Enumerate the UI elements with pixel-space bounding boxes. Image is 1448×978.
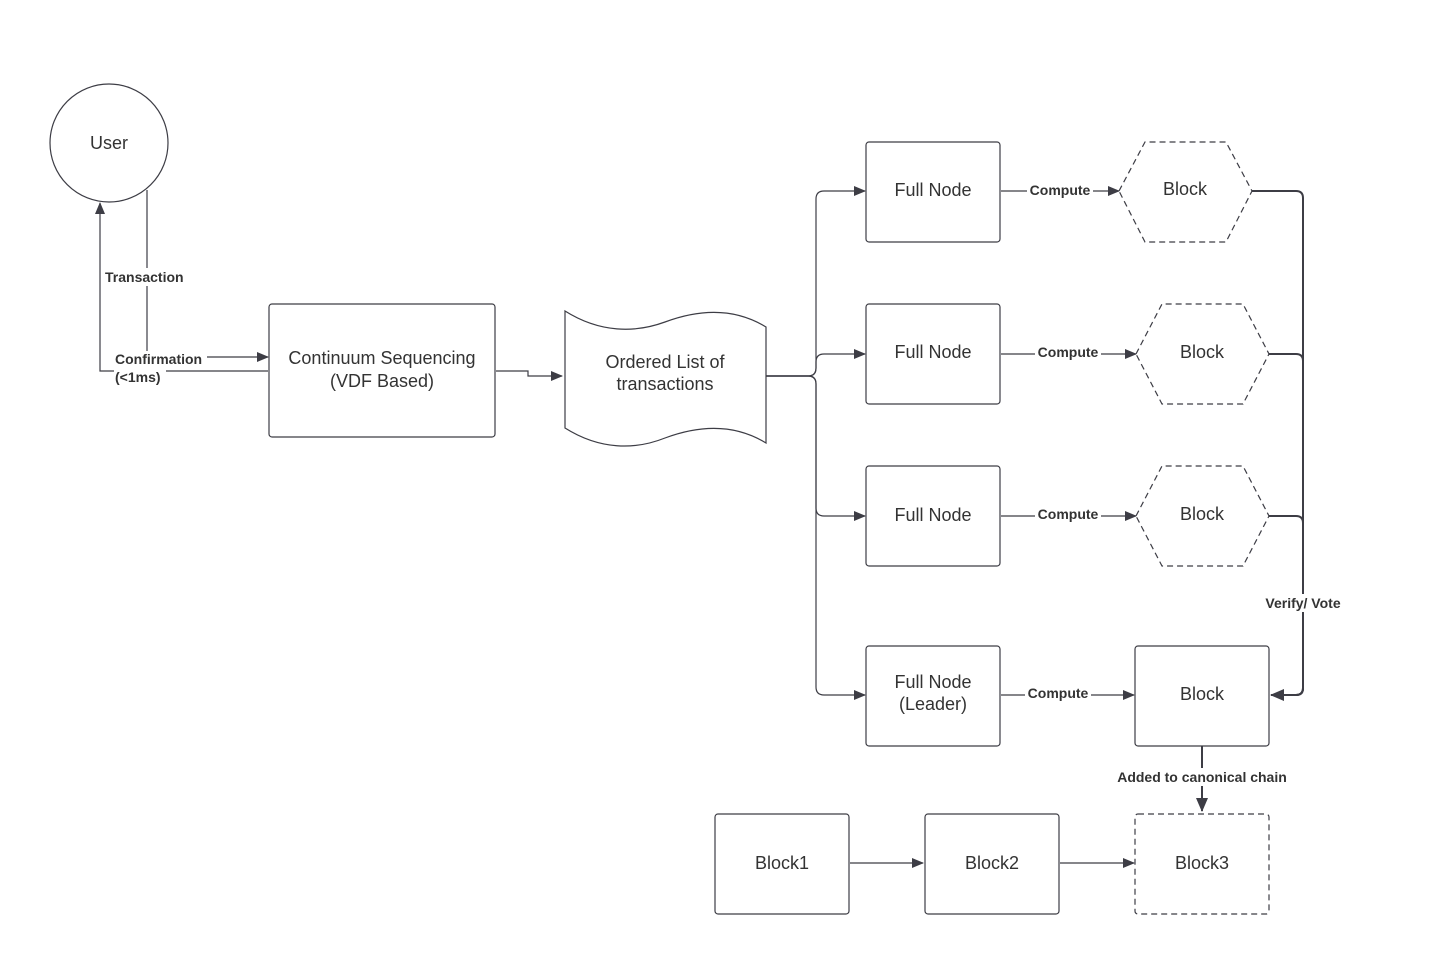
candidate-block-3-label: Block (1180, 504, 1225, 524)
list-to-leader-edge (766, 375, 866, 700)
verify-vote-label: Verify/ Vote (1265, 595, 1340, 611)
chain-block-2[interactable]: Block2 (924, 813, 1060, 915)
full-node-3[interactable]: Full Node (865, 465, 1001, 567)
chain-block-1-label: Block1 (755, 853, 809, 873)
sequencer-label-line1: Continuum Sequencing (288, 348, 475, 368)
sequencer-node[interactable]: Continuum Sequencing (VDF Based) (268, 303, 496, 438)
candidate-block-1[interactable]: Block (1118, 141, 1253, 243)
ordered-list-label-line2: transactions (616, 374, 713, 394)
confirmation-label-line1: Confirmation (115, 351, 202, 367)
full-node-1-label: Full Node (894, 180, 971, 200)
list-to-node1-edge (766, 186, 866, 377)
chain-block-1[interactable]: Block1 (714, 813, 850, 915)
chain-block-2-label: Block2 (965, 853, 1019, 873)
full-node-leader-label-line1: Full Node (894, 672, 971, 692)
full-node-2[interactable]: Full Node (865, 303, 1001, 405)
confirmation-label-line2: (<1ms) (115, 369, 161, 385)
user-label: User (90, 133, 128, 153)
chain-block-3-label: Block3 (1175, 853, 1229, 873)
leader-block-label: Block (1180, 684, 1225, 704)
ordered-list-node[interactable]: Ordered List of transactions (564, 309, 767, 447)
full-node-3-label: Full Node (894, 505, 971, 525)
added-to-chain-label: Added to canonical chain (1117, 769, 1287, 785)
candidate-block-1-label: Block (1163, 179, 1208, 199)
leader-block[interactable]: Block (1134, 645, 1270, 747)
candidate-block-2-label: Block (1180, 342, 1225, 362)
full-node-leader[interactable]: Full Node (Leader) (865, 645, 1001, 747)
full-node-leader-label-line2: (Leader) (899, 694, 967, 714)
compute-label-leader: Compute (1028, 685, 1089, 701)
transaction-label: Transaction (105, 269, 184, 285)
compute-label-2: Compute (1038, 344, 1099, 360)
full-node-2-label: Full Node (894, 342, 971, 362)
verify-edge-2 (1269, 353, 1304, 696)
compute-label-1: Compute (1030, 182, 1091, 198)
candidate-block-3[interactable]: Block (1135, 465, 1270, 567)
sequencer-to-list-edge (496, 370, 563, 381)
user-node[interactable]: User (49, 83, 169, 203)
verify-edge-1 (1252, 190, 1304, 701)
confirmation-edge (95, 202, 268, 372)
ordered-list-label-line1: Ordered List of (605, 352, 725, 372)
chain-block-3[interactable]: Block3 (1134, 813, 1270, 915)
sequencer-label-line2: (VDF Based) (330, 371, 434, 391)
compute-label-3: Compute (1038, 506, 1099, 522)
full-node-1[interactable]: Full Node (865, 141, 1001, 243)
candidate-block-2[interactable]: Block (1135, 303, 1270, 405)
list-to-node2-edge (766, 349, 866, 377)
